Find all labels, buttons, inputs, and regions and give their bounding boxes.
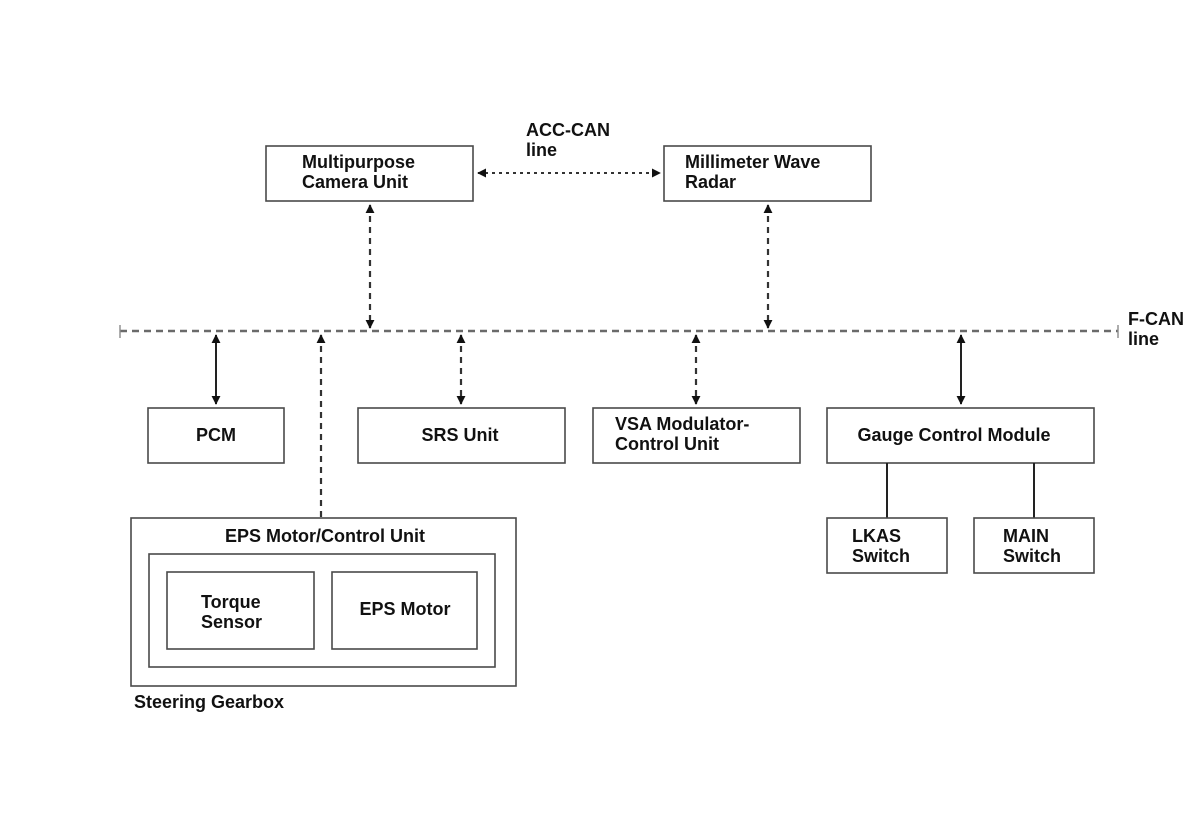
lkas-switch-block: LKAS Switch — [826, 517, 948, 574]
eps-motor-block: EPS Motor — [331, 571, 478, 650]
torque-sensor-block: Torque Sensor — [166, 571, 315, 650]
pcm-label: PCM — [196, 425, 236, 445]
svg-text:LKAS Switch: LKAS Switch — [852, 526, 910, 566]
svg-text:MAIN Switch: MAIN Switch — [1003, 526, 1061, 566]
camera-unit-label-line2: Camera Unit — [302, 172, 408, 192]
lkas-switch-label-line1: LKAS — [852, 526, 901, 546]
radar-label-line1: Millimeter Wave — [685, 152, 820, 172]
torque-sensor-label-line1: Torque — [201, 592, 261, 612]
acc-can-label: ACC-CAN line — [526, 120, 615, 160]
vsa-unit-block: VSA Modulator- Control Unit — [592, 407, 801, 464]
camera-unit-block: Multipurpose Camera Unit — [265, 145, 474, 202]
vsa-unit-label-line1: VSA Modulator- — [615, 414, 749, 434]
eps-motor-label: EPS Motor — [359, 599, 450, 619]
srs-unit-label: SRS Unit — [421, 425, 498, 445]
srs-unit-block: SRS Unit — [357, 407, 566, 464]
svg-text:Multipurpose Camera Unit: Multipurpose Camera Unit — [302, 152, 420, 192]
gauge-control-module-block: Gauge Control Module — [826, 407, 1095, 464]
lkas-switch-label-line2: Switch — [852, 546, 910, 566]
gauge-control-module-label: Gauge Control Module — [858, 425, 1051, 445]
vsa-unit-label-line2: Control Unit — [615, 434, 719, 454]
radar-block: Millimeter Wave Radar — [663, 145, 872, 202]
camera-unit-label-line1: Multipurpose — [302, 152, 415, 172]
svg-text:VSA Modulator- Control U: VSA Modulator- Control Unit — [615, 414, 754, 454]
main-switch-label-line1: MAIN — [1003, 526, 1049, 546]
torque-sensor-label-line2: Sensor — [201, 612, 262, 632]
f-can-label: F-CAN line — [1128, 309, 1189, 349]
steering-gearbox-label: Steering Gearbox — [134, 692, 284, 712]
radar-label-line2: Radar — [685, 172, 736, 192]
main-switch-label-line2: Switch — [1003, 546, 1061, 566]
steering-gearbox-block: EPS Motor/Control Unit Torque Sensor EPS… — [130, 517, 517, 687]
eps-control-unit-label: EPS Motor/Control Unit — [225, 526, 425, 546]
main-switch-block: MAIN Switch — [973, 517, 1095, 574]
svg-text:Torque Sensor: Torque Sensor — [201, 592, 266, 632]
pcm-block: PCM — [147, 407, 285, 464]
svg-text:Millimeter Wave Radar: Millimeter Wave Radar — [685, 152, 825, 192]
